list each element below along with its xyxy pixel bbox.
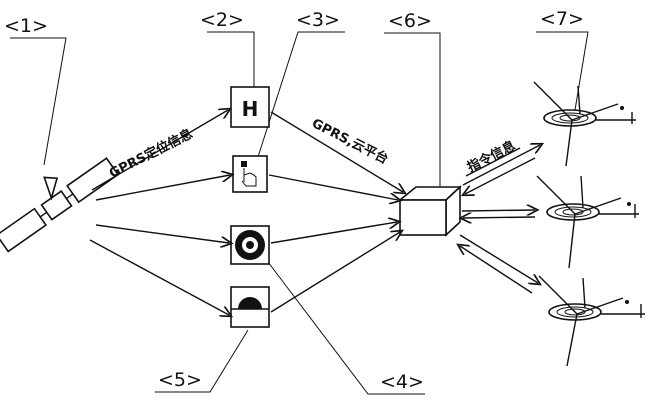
- label-2: <2>: [200, 9, 255, 88]
- cloud-box-icon: [397, 185, 463, 237]
- satellite-icon: [0, 157, 120, 253]
- label-7: <7>: [536, 8, 589, 111]
- drone-icon: [538, 275, 645, 367]
- label-2-text: <2>: [200, 9, 244, 31]
- helipad-letter: H: [242, 97, 259, 121]
- label-4-text: <4>: [380, 371, 424, 393]
- edge-label-gprs-positioning: GPRS定位信息: [107, 126, 196, 182]
- helipad-icon: H: [230, 86, 270, 128]
- half-disc-icon: [230, 286, 270, 328]
- label-6: <6>: [384, 10, 441, 197]
- label-5: <5>: [155, 329, 249, 393]
- command-info-underline: [465, 147, 521, 177]
- label-3: <3>: [256, 9, 345, 161]
- drone-links: [460, 145, 540, 294]
- drone-icon: [536, 175, 639, 269]
- satellite-links: [89, 110, 230, 315]
- touch-hand-icon: [232, 155, 268, 193]
- target-disc-icon: [230, 225, 270, 265]
- label-5-text: <5>: [158, 369, 202, 391]
- label-3-text: <3>: [296, 9, 340, 31]
- label-6-text: <6>: [388, 10, 432, 32]
- cloud-links: [268, 111, 403, 313]
- label-1: <1>: [4, 15, 67, 166]
- label-4: <4>: [267, 261, 425, 395]
- label-7-text: <7>: [540, 8, 584, 30]
- label-1-text: <1>: [4, 15, 48, 37]
- drone-icon: [533, 81, 636, 167]
